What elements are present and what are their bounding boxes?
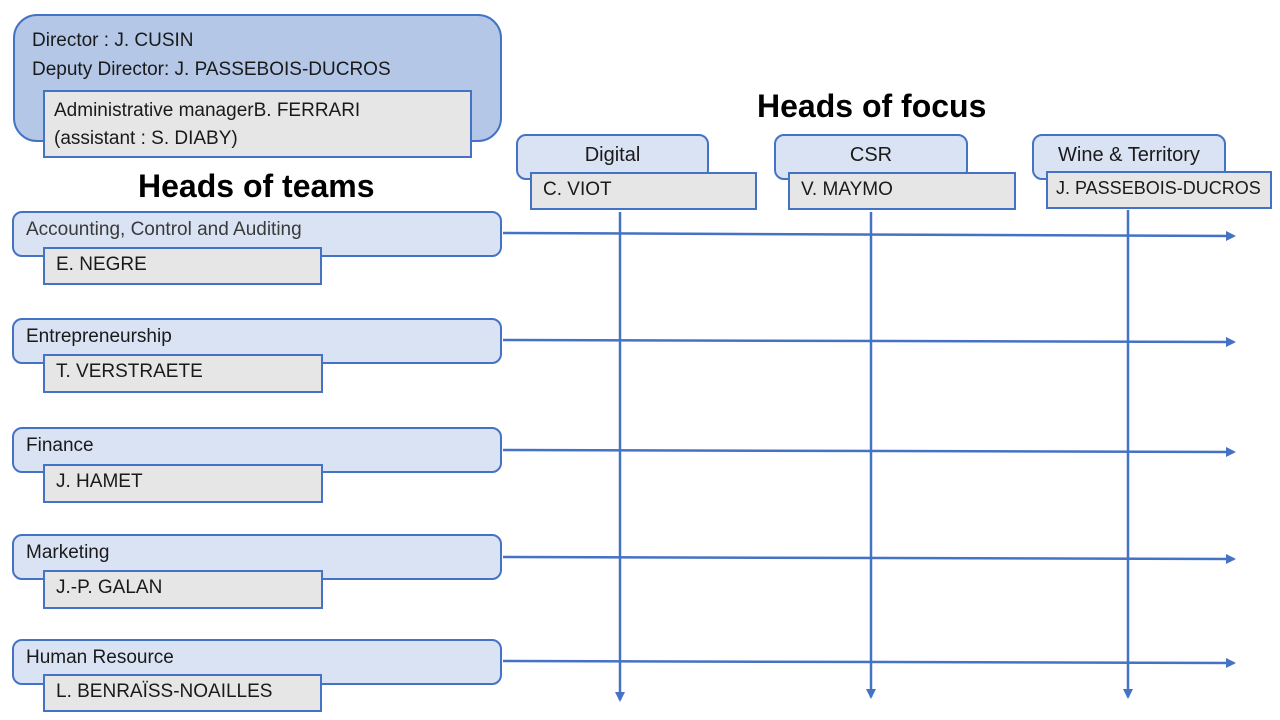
team-head-finance: J. HAMET [43,464,323,503]
focus-head-csr: V. MAYMO [788,172,1016,210]
assistant-line: (assistant : S. DIABY) [54,128,238,149]
team-head-accounting: E. NEGRE [43,247,322,285]
focus-head-wine-territory: J. PASSEBOIS-DUCROS [1046,171,1272,209]
admin-manager-line: Administrative managerB. FERRARI [54,100,361,121]
team-arrow-marketing [502,553,1236,564]
admin-manager-box: Administrative managerB. FERRARI (assist… [43,90,472,158]
focus-label: Wine & Territory [1058,144,1200,166]
focus-label: CSR [849,144,893,166]
team-arrow-accounting [502,230,1236,241]
focus-head-digital: C. VIOT [530,172,757,210]
team-label: Human Resource [26,647,174,668]
team-arrow-human-resource [502,657,1236,668]
team-head-human-resource: L. BENRAÏSS-NOAILLES [43,674,322,712]
heads-of-teams-heading: Heads of teams [138,168,375,204]
team-head-marketing: J.-P. GALAN [43,570,323,609]
team-label: Marketing [26,542,110,563]
deputy-director-line: Deputy Director: J. PASSEBOIS-DUCROS [32,59,391,80]
focus-label: Digital [584,144,641,166]
director-line: Director : J. CUSIN [32,30,194,51]
heads-of-focus-heading: Heads of focus [757,88,987,124]
team-head-entrepreneurship: T. VERSTRAETE [43,354,323,393]
team-label: Finance [26,435,94,456]
team-label: Accounting, Control and Auditing [26,219,302,240]
team-label: Entrepreneurship [26,326,172,347]
team-box-human-resource: Human Resource [12,639,502,685]
team-arrow-entrepreneurship [502,336,1236,347]
team-arrow-finance [502,446,1236,457]
